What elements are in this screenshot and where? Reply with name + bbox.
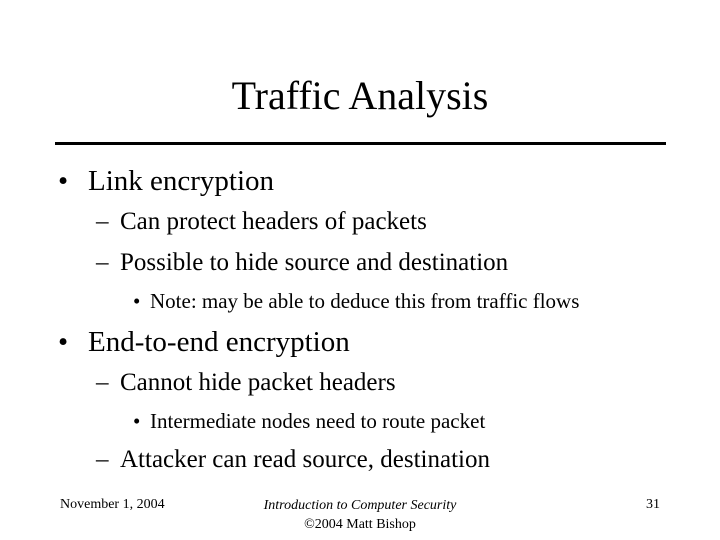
footer-page-number: 31: [646, 497, 660, 512]
bullet-end-to-end-encryption: • End-to-end encryption: [58, 325, 350, 359]
footer-center: Introduction to Computer Security ©2004 …: [210, 496, 510, 534]
dash-marker: –: [96, 369, 109, 396]
dash-marker: –: [96, 249, 109, 276]
title-underline: [55, 142, 666, 145]
bullet-link-encryption: • Link encryption: [58, 164, 274, 198]
footer-date: November 1, 2004: [60, 497, 165, 512]
bullet-marker: •: [58, 326, 69, 358]
dash-marker: –: [96, 446, 109, 473]
sub-bullet-cannot-hide: –Cannot hide packet headers: [96, 368, 396, 398]
bullet-marker: •: [133, 289, 141, 313]
slide-title: Traffic Analysis: [231, 73, 489, 118]
bullet-marker: •: [133, 409, 141, 433]
bullet-marker: •: [58, 165, 69, 197]
bullet-text: Attacker can read source, destination: [120, 446, 490, 473]
sub-sub-bullet-intermediate-nodes: • Intermediate nodes need to route packet: [133, 408, 485, 434]
bullet-text: Link encryption: [88, 165, 275, 197]
bullet-text: Note: may be able to deduce this from tr…: [150, 289, 580, 313]
footer-copyright: ©2004 Matt Bishop: [304, 517, 416, 532]
bullet-text: Can protect headers of packets: [120, 208, 427, 235]
footer-course: Introduction to Computer Security: [263, 498, 457, 513]
sub-bullet-attacker-read: –Attacker can read source, destination: [96, 445, 490, 475]
sub-sub-bullet-note: • Note: may be able to deduce this from t…: [133, 288, 579, 314]
bullet-text: Intermediate nodes need to route packet: [150, 409, 486, 433]
bullet-text: Possible to hide source and destination: [120, 249, 509, 276]
bullet-text: End-to-end encryption: [88, 326, 350, 358]
sub-bullet-hide-source: –Possible to hide source and destination: [96, 248, 508, 278]
sub-bullet-protect-headers: –Can protect headers of packets: [96, 207, 427, 237]
dash-marker: –: [96, 208, 109, 235]
bullet-text: Cannot hide packet headers: [120, 369, 396, 396]
